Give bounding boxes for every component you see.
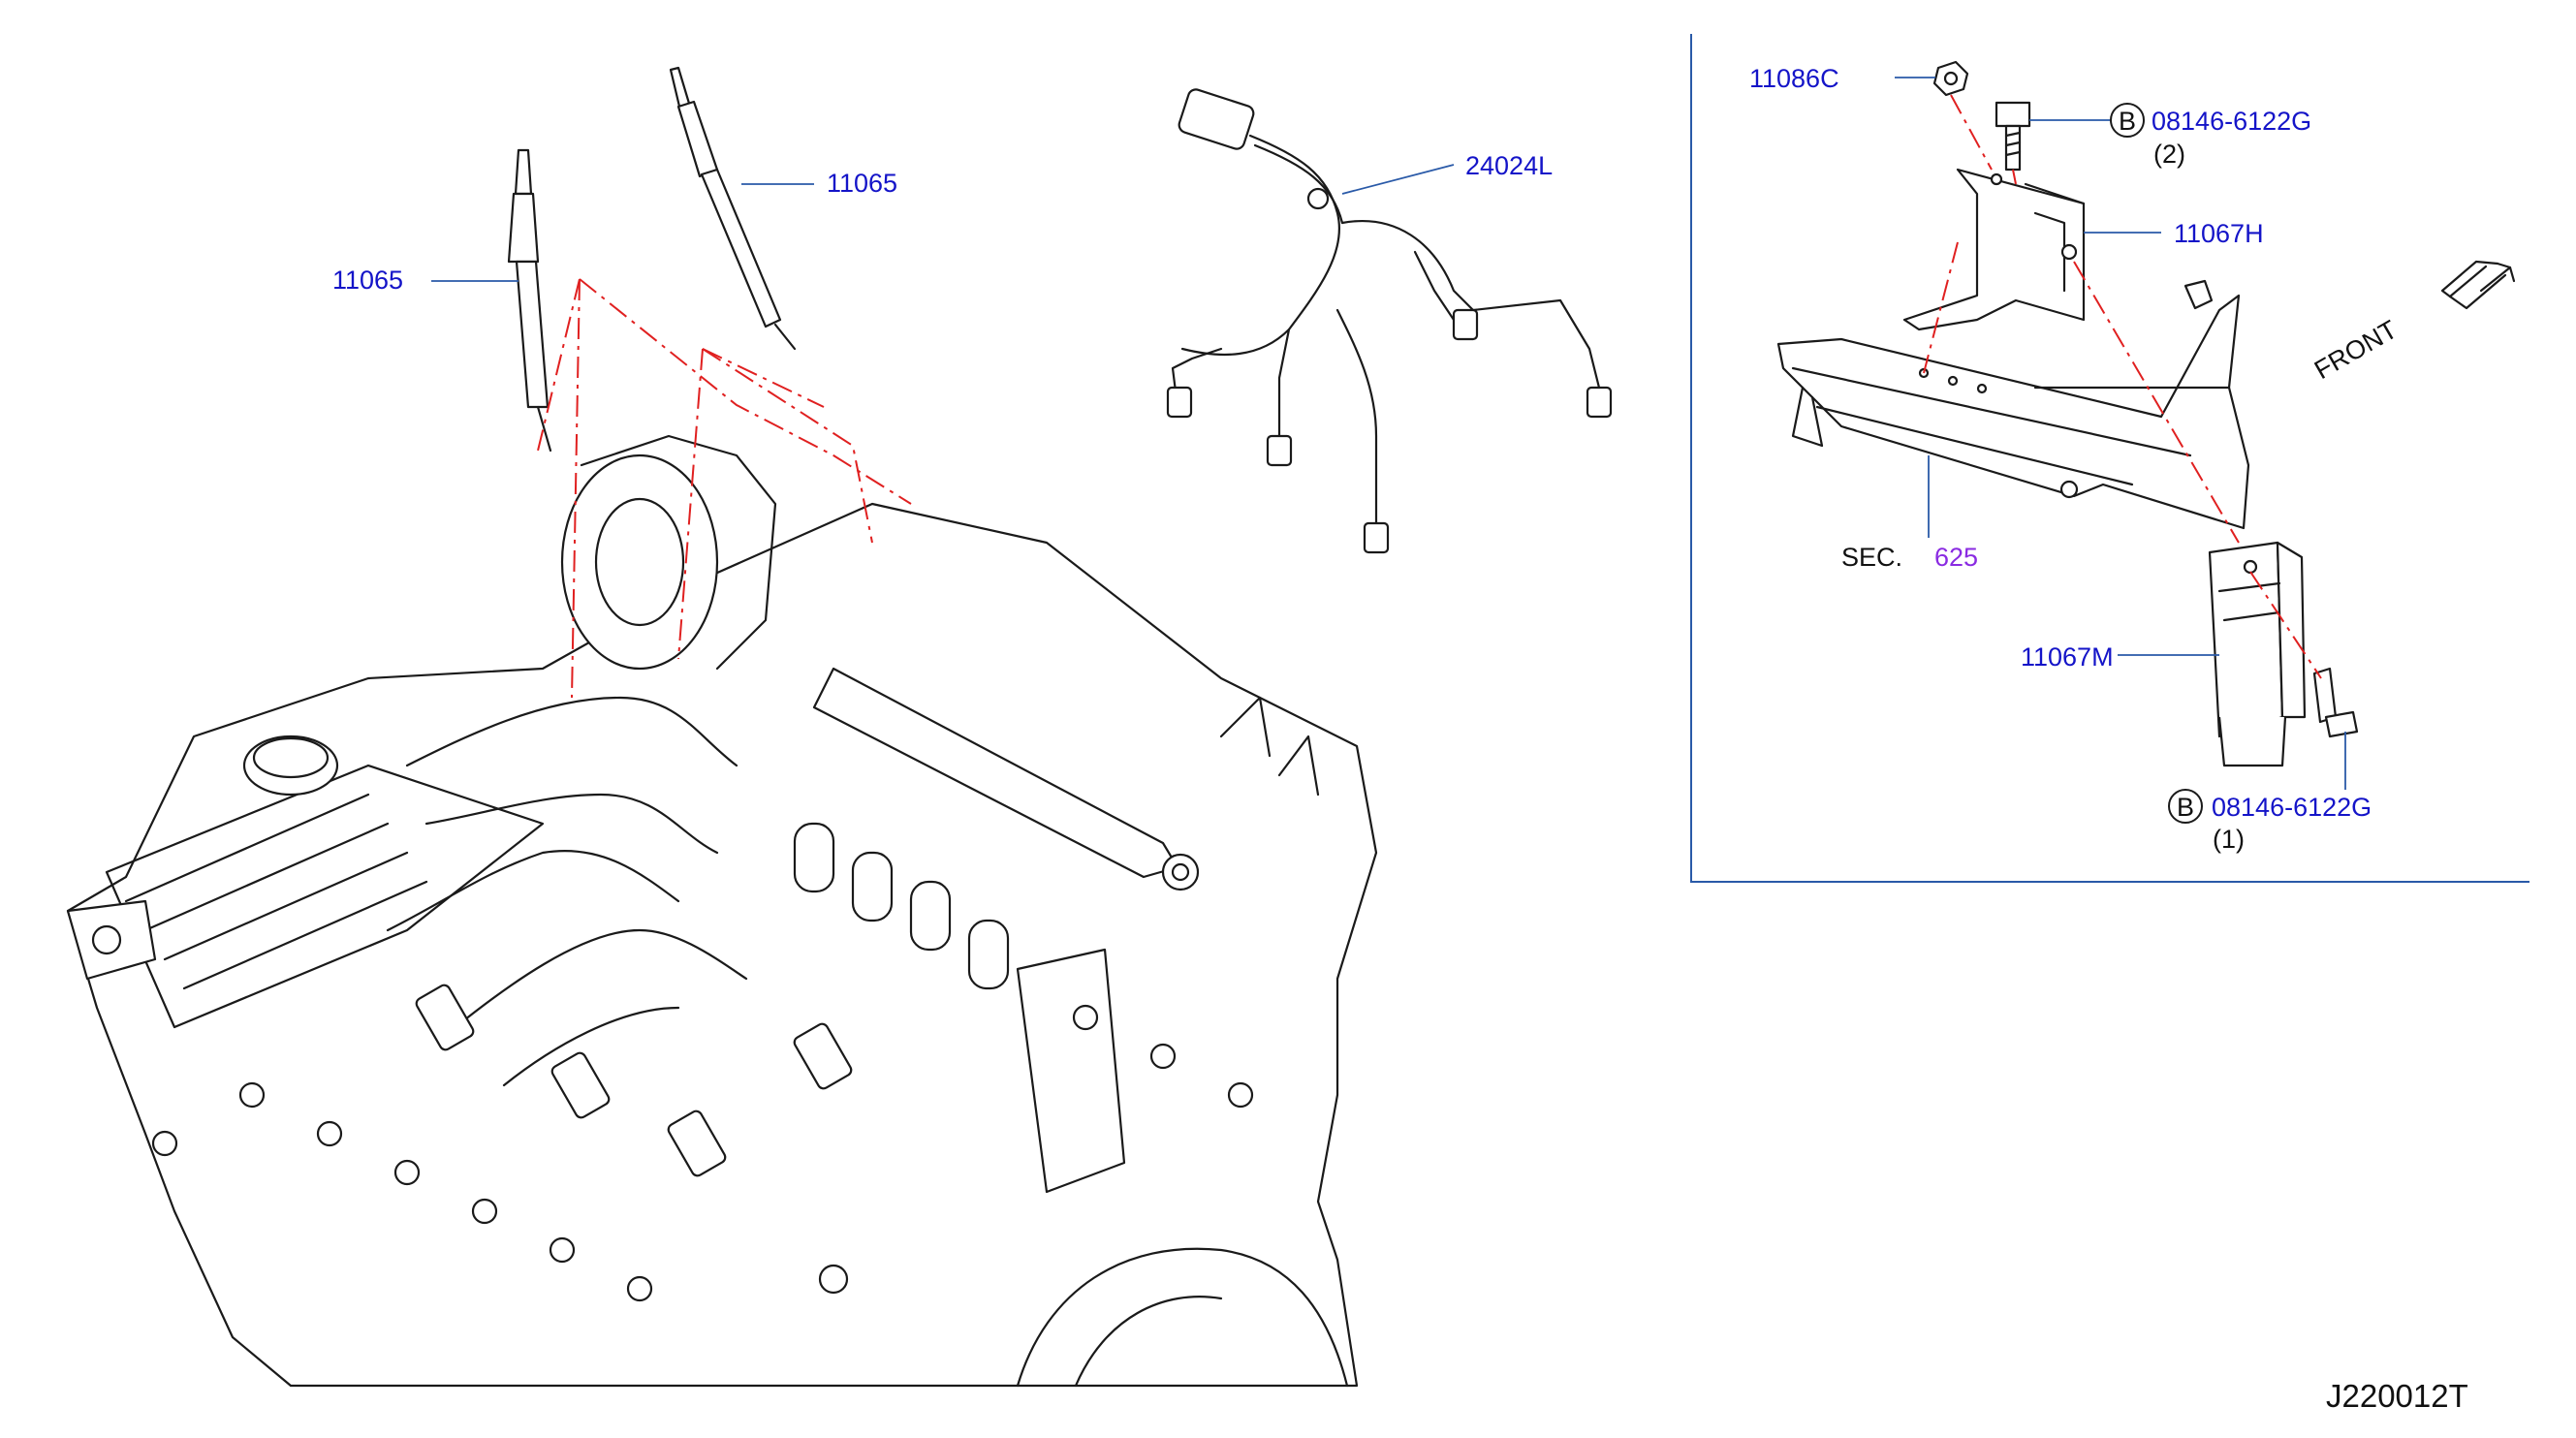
leader-lines bbox=[431, 77, 2346, 790]
bolt-lower bbox=[2312, 667, 2359, 738]
qty-bolt-lower: (1) bbox=[2213, 825, 2245, 854]
callout-glow-plug-right: 11065 bbox=[827, 169, 897, 198]
callout-glow-plug-left: 11065 bbox=[332, 266, 403, 295]
callout-bracket: 11067H bbox=[2174, 219, 2264, 248]
bolt-b-symbol-lower bbox=[2168, 789, 2203, 824]
glow-control-unit-11067m bbox=[2208, 541, 2307, 767]
bolt-b-symbol-upper bbox=[2110, 103, 2145, 138]
front-label: FRONT bbox=[2309, 315, 2403, 385]
glow-plug-harness bbox=[1166, 88, 1613, 554]
front-arrow-icon bbox=[2440, 260, 2516, 310]
bolt-symbol-lower: B bbox=[2177, 793, 2194, 822]
section-prefix: SEC. bbox=[1841, 543, 1902, 572]
callout-harness: 24024L bbox=[1465, 151, 1553, 180]
callout-bolt-upper: 08146-6122G bbox=[2152, 107, 2311, 136]
nut-11086c bbox=[1932, 60, 1969, 97]
glow-plug-right bbox=[669, 66, 797, 351]
cross-member bbox=[1776, 279, 2250, 530]
callout-nut: 11086C bbox=[1749, 64, 1839, 93]
engine-assembly bbox=[66, 434, 1378, 1388]
glow-plug-left bbox=[507, 148, 552, 453]
installation-lines bbox=[537, 278, 912, 699]
callout-controller: 11067M bbox=[2021, 642, 2114, 672]
section-number[interactable]: 625 bbox=[1934, 543, 1978, 572]
detail-panel bbox=[1690, 34, 2529, 883]
diagram-code: J220012T bbox=[2326, 1378, 2468, 1414]
callout-bolt-lower: 08146-6122G bbox=[2212, 793, 2372, 822]
bolt-symbol-upper: B bbox=[2119, 107, 2136, 136]
qty-bolt-upper: (2) bbox=[2153, 140, 2185, 169]
bolt-upper bbox=[1995, 101, 2031, 172]
bracket-11067h bbox=[1902, 168, 2086, 331]
